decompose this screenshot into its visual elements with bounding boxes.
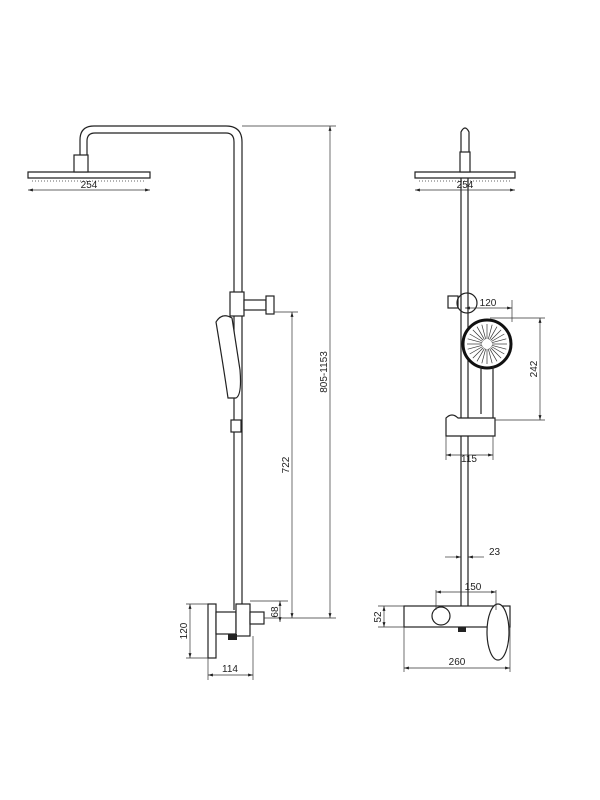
wall-plate	[207, 603, 217, 659]
head-connector	[73, 154, 89, 173]
dim-mixer-height: 120	[179, 622, 190, 639]
dim-head-width: 254	[81, 180, 98, 191]
spray-nozzle-line	[489, 348, 498, 362]
spray-nozzle-line	[472, 347, 484, 359]
dim-mixer-outlet: 68	[270, 606, 281, 618]
spray-nozzle-line	[490, 347, 502, 359]
diverter-slider	[229, 291, 245, 317]
spray-nozzle-line	[469, 346, 483, 355]
spray-nozzle-line	[489, 326, 498, 340]
spray-nozzle-line	[491, 346, 505, 355]
dim-mixer-height: 52	[373, 611, 384, 623]
dim-hand-offset: 120	[480, 298, 497, 309]
overhead-shower-head	[414, 171, 516, 179]
hand-shower-holder	[445, 414, 496, 437]
spray-nozzle-line	[467, 344, 483, 350]
spray-nozzle-line	[476, 326, 485, 340]
spray-nozzle-line	[491, 333, 505, 342]
spray-nozzle-line	[472, 329, 484, 341]
dim-mixer-depth: 114	[222, 664, 238, 675]
hand-shower-holder	[230, 419, 242, 433]
shower-arm-outer	[79, 125, 243, 610]
dim-mixer-centers: 150	[465, 582, 482, 593]
side-view: 254 805-1153 722 68 120 114	[27, 125, 336, 680]
spray-nozzle-line	[487, 324, 493, 340]
mixer-body	[403, 605, 511, 628]
overhead-shower-head	[27, 171, 151, 179]
dim-holder-width: 115	[461, 454, 477, 465]
front-view: 254 120 242 115 23 150 52 260	[373, 127, 545, 672]
spray-nozzle-line	[476, 348, 485, 362]
mixer-outlet	[249, 611, 265, 625]
spray-nozzle-line	[481, 348, 487, 364]
spray-nozzle-line	[487, 348, 493, 364]
spray-nozzle-line	[491, 344, 507, 350]
dim-mixer-width: 260	[449, 657, 466, 668]
dim-riser-diameter: 23	[489, 547, 501, 558]
hand-shower	[215, 315, 242, 399]
dim-head-width: 254	[457, 180, 474, 191]
spray-nozzle-line	[469, 333, 483, 342]
dim-outlet-height: 722	[281, 456, 292, 473]
dim-hand-length: 242	[529, 360, 540, 377]
mixer-handle	[486, 603, 510, 661]
mixer-body	[215, 611, 237, 635]
spray-nozzle-line	[467, 338, 483, 344]
shower-arm-inner	[86, 132, 235, 610]
spray-nozzle-line	[490, 329, 502, 341]
dim-total-height: 805-1153	[319, 351, 330, 393]
spray-nozzle-line	[491, 338, 507, 344]
spray-nozzle-line	[481, 324, 487, 340]
